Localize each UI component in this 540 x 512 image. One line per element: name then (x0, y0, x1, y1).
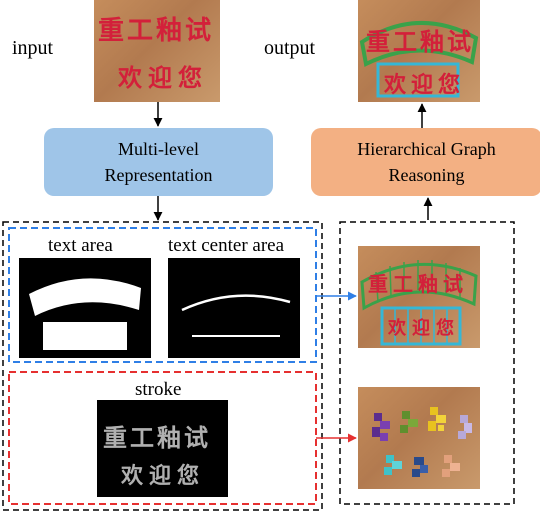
output-sign-line1: 重工釉试 (366, 27, 474, 56)
text-graph-line1: 重工釉试 (368, 272, 468, 296)
stroke-cluster-navy (412, 457, 428, 477)
text-graph-line2: 欢迎您 (388, 318, 460, 339)
hierarchical-graph-reasoning-box: Hierarchical Graph Reasoning (311, 128, 540, 196)
stroke-graph-image (358, 387, 480, 489)
text-center-area-map (168, 258, 300, 358)
output-sign-line2: 欢迎您 (384, 72, 466, 98)
text-center-area-label: text center area (168, 235, 285, 256)
stroke-line2: 欢迎您 (121, 463, 206, 489)
left-dashed-container (2, 221, 323, 511)
stroke-label: stroke (135, 379, 182, 400)
input-label: input (12, 37, 54, 59)
text-area-label: text area (48, 235, 113, 256)
output-label: output (264, 37, 316, 59)
stroke-cluster-peach (442, 455, 460, 477)
stroke-cluster-yellow (428, 407, 446, 431)
region-maps-dashed-box (8, 227, 317, 363)
input-image: 重工釉试 欢迎您 (94, 0, 220, 102)
text-graph-image: 重工釉试 欢迎您 (358, 246, 480, 348)
input-sign-line2: 欢迎您 (118, 63, 208, 92)
output-overlay (359, 21, 479, 98)
text-area-map (19, 258, 151, 358)
stroke-cluster-lavender (458, 415, 472, 439)
stroke-cluster-cyan (384, 455, 402, 475)
input-sign-line1: 重工釉试 (98, 16, 215, 46)
stroke-map: 重工釉试 欢迎您 (97, 400, 228, 497)
stroke-cluster-purple (372, 413, 390, 441)
representation-text: Multi-level Representation (104, 139, 213, 185)
multi-level-representation-box: Multi-level Representation (44, 128, 273, 196)
stroke-line1: 重工釉试 (103, 423, 211, 452)
output-image: 重工釉试 欢迎您 (358, 0, 480, 102)
reasoning-text: Hierarchical Graph Reasoning (357, 139, 496, 185)
right-dashed-container (339, 221, 515, 505)
stroke-cluster-green (400, 411, 418, 433)
